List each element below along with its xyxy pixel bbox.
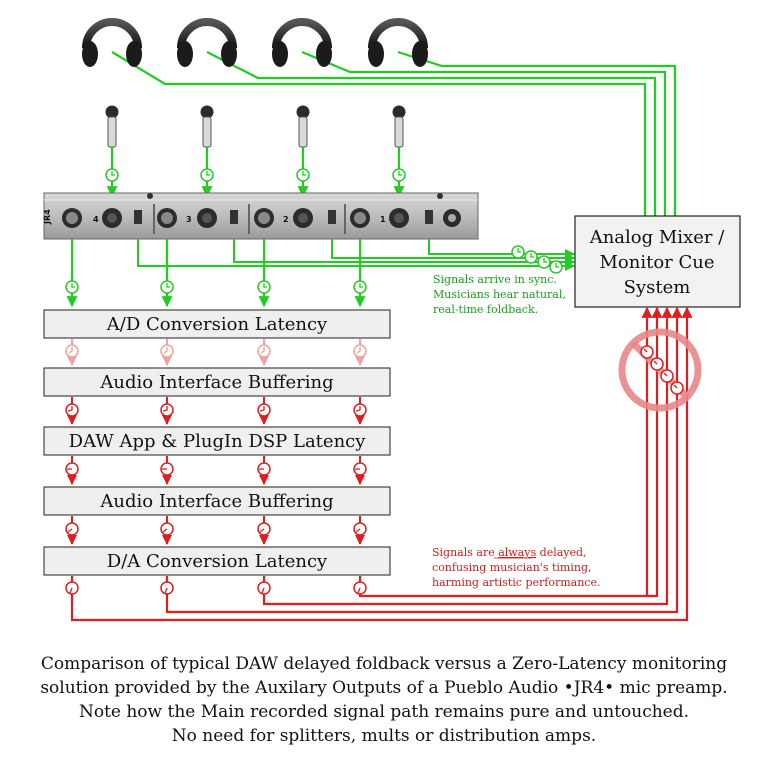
preamp-model-label: JR4 — [43, 209, 52, 225]
caption-line: Note how the Main recorded signal path r… — [78, 702, 690, 722]
channel-number: 3 — [186, 215, 192, 224]
clock-icon — [353, 344, 367, 358]
stage-label: D/A Conversion Latency — [107, 551, 328, 572]
clock-icon — [257, 581, 271, 595]
caption-line: No need for splitters, mults or distribu… — [171, 726, 597, 746]
clock-icon — [549, 260, 563, 274]
stage-clocks-red — [65, 403, 367, 536]
stage-arrows-red — [67, 397, 365, 545]
clock-icon — [65, 344, 79, 358]
jr4-preamp: JR4 4 3 2 1 — [43, 192, 479, 240]
headphones-icon — [177, 18, 237, 67]
clock-icon — [640, 345, 654, 359]
aux-clocks — [511, 245, 563, 274]
headphones-icon — [82, 18, 142, 67]
stage-da-conversion: D/A Conversion Latency — [43, 546, 391, 576]
stage-label: A/D Conversion Latency — [106, 314, 328, 335]
clock-icon — [524, 250, 538, 264]
main-path-green — [66, 239, 366, 308]
da-clocks — [65, 581, 367, 595]
clock-icon — [160, 522, 174, 536]
clock-icon — [160, 344, 174, 358]
delayed-note: Signals are always delayed, confusing mu… — [432, 546, 600, 589]
clock-icon — [353, 462, 367, 476]
preamp-channel-4: 4 — [62, 208, 142, 228]
clock-icon — [160, 403, 174, 417]
clock-icon — [296, 168, 310, 182]
mixer-box: Analog Mixer / Monitor Cue System — [574, 215, 741, 308]
clock-icon — [511, 245, 525, 259]
clock-icon — [353, 280, 367, 294]
microphone-icon — [105, 105, 119, 148]
clock-icon — [105, 168, 119, 182]
clock-icon — [65, 462, 79, 476]
main-path-clocks — [65, 168, 406, 294]
preamp-channel-3: 3 — [157, 208, 238, 228]
microphone-icon — [392, 105, 406, 148]
stage-label: Audio Interface Buffering — [99, 491, 333, 512]
clock-icon — [392, 168, 406, 182]
sync-note-line1: Signals arrive in sync. — [433, 273, 557, 286]
stage-ad-conversion: A/D Conversion Latency — [43, 309, 391, 339]
channel-number: 2 — [283, 215, 289, 224]
clock-icon — [65, 280, 79, 294]
preamp-channel-1: 1 — [350, 208, 433, 228]
headphones-icon — [368, 18, 428, 67]
channel-number: 1 — [380, 215, 386, 224]
clock-icon — [257, 344, 271, 358]
caption-line: Comparison of typical DAW delayed foldba… — [40, 654, 728, 674]
clock-icon — [160, 581, 174, 595]
clock-icon — [353, 403, 367, 417]
sync-note-line3: real-time foldback. — [433, 303, 538, 316]
mic-input-lines — [106, 147, 405, 198]
clock-icon — [160, 462, 174, 476]
stage-clocks-1 — [65, 344, 367, 358]
sync-note-line2: Musicians hear natural, — [433, 288, 566, 301]
stage-label: DAW App & PlugIn DSP Latency — [69, 431, 367, 452]
clock-icon — [160, 280, 174, 294]
clock-icon — [257, 462, 271, 476]
stage-arrows-1 — [67, 339, 365, 366]
clock-icon — [660, 369, 674, 383]
microphone-icon — [296, 105, 310, 148]
latency-stages: A/D Conversion Latency Audio Interface B… — [43, 309, 391, 576]
mixer-label-line1: Analog Mixer / — [589, 227, 725, 248]
clock-icon — [65, 403, 79, 417]
clock-icon — [65, 522, 79, 536]
delayed-note-prefix: Signals are — [432, 546, 498, 559]
clock-icon — [537, 255, 551, 269]
clock-icon — [650, 357, 664, 371]
return-clocks — [640, 345, 684, 395]
clock-icon — [353, 522, 367, 536]
microphones-row — [105, 105, 406, 148]
delayed-note-line1: Signals are always delayed, — [432, 546, 587, 559]
delayed-note-suffix: delayed, — [536, 546, 586, 559]
clock-icon — [257, 280, 271, 294]
clock-icon — [257, 403, 271, 417]
stage-interface-buffering-out: Audio Interface Buffering — [43, 486, 391, 516]
delayed-note-line2: confusing musician's timing, — [432, 561, 591, 574]
stage-interface-buffering-in: Audio Interface Buffering — [43, 367, 391, 397]
clock-icon — [257, 522, 271, 536]
delayed-note-emphasis: always — [498, 546, 536, 559]
caption: Comparison of typical DAW delayed foldba… — [0, 652, 768, 748]
mixer-label-line2: Monitor Cue — [599, 252, 714, 273]
sync-note: Signals arrive in sync. Musicians hear n… — [433, 273, 566, 316]
mixer-label-line3: System — [624, 277, 691, 298]
clock-icon — [670, 381, 684, 395]
microphone-icon — [200, 105, 214, 148]
stage-daw-dsp: DAW App & PlugIn DSP Latency — [43, 426, 391, 456]
headphones-row — [82, 18, 428, 67]
channel-number: 4 — [93, 215, 99, 224]
delayed-note-line3: harming artistic performance. — [432, 576, 600, 589]
clock-icon — [65, 581, 79, 595]
preamp-channel-2: 2 — [254, 208, 336, 228]
clock-icon — [353, 581, 367, 595]
caption-line: solution provided by the Auxilary Output… — [40, 678, 728, 698]
aux-output-lines — [137, 239, 575, 271]
clock-icon — [200, 168, 214, 182]
headphones-icon — [272, 18, 332, 67]
stage-label: Audio Interface Buffering — [99, 372, 333, 393]
